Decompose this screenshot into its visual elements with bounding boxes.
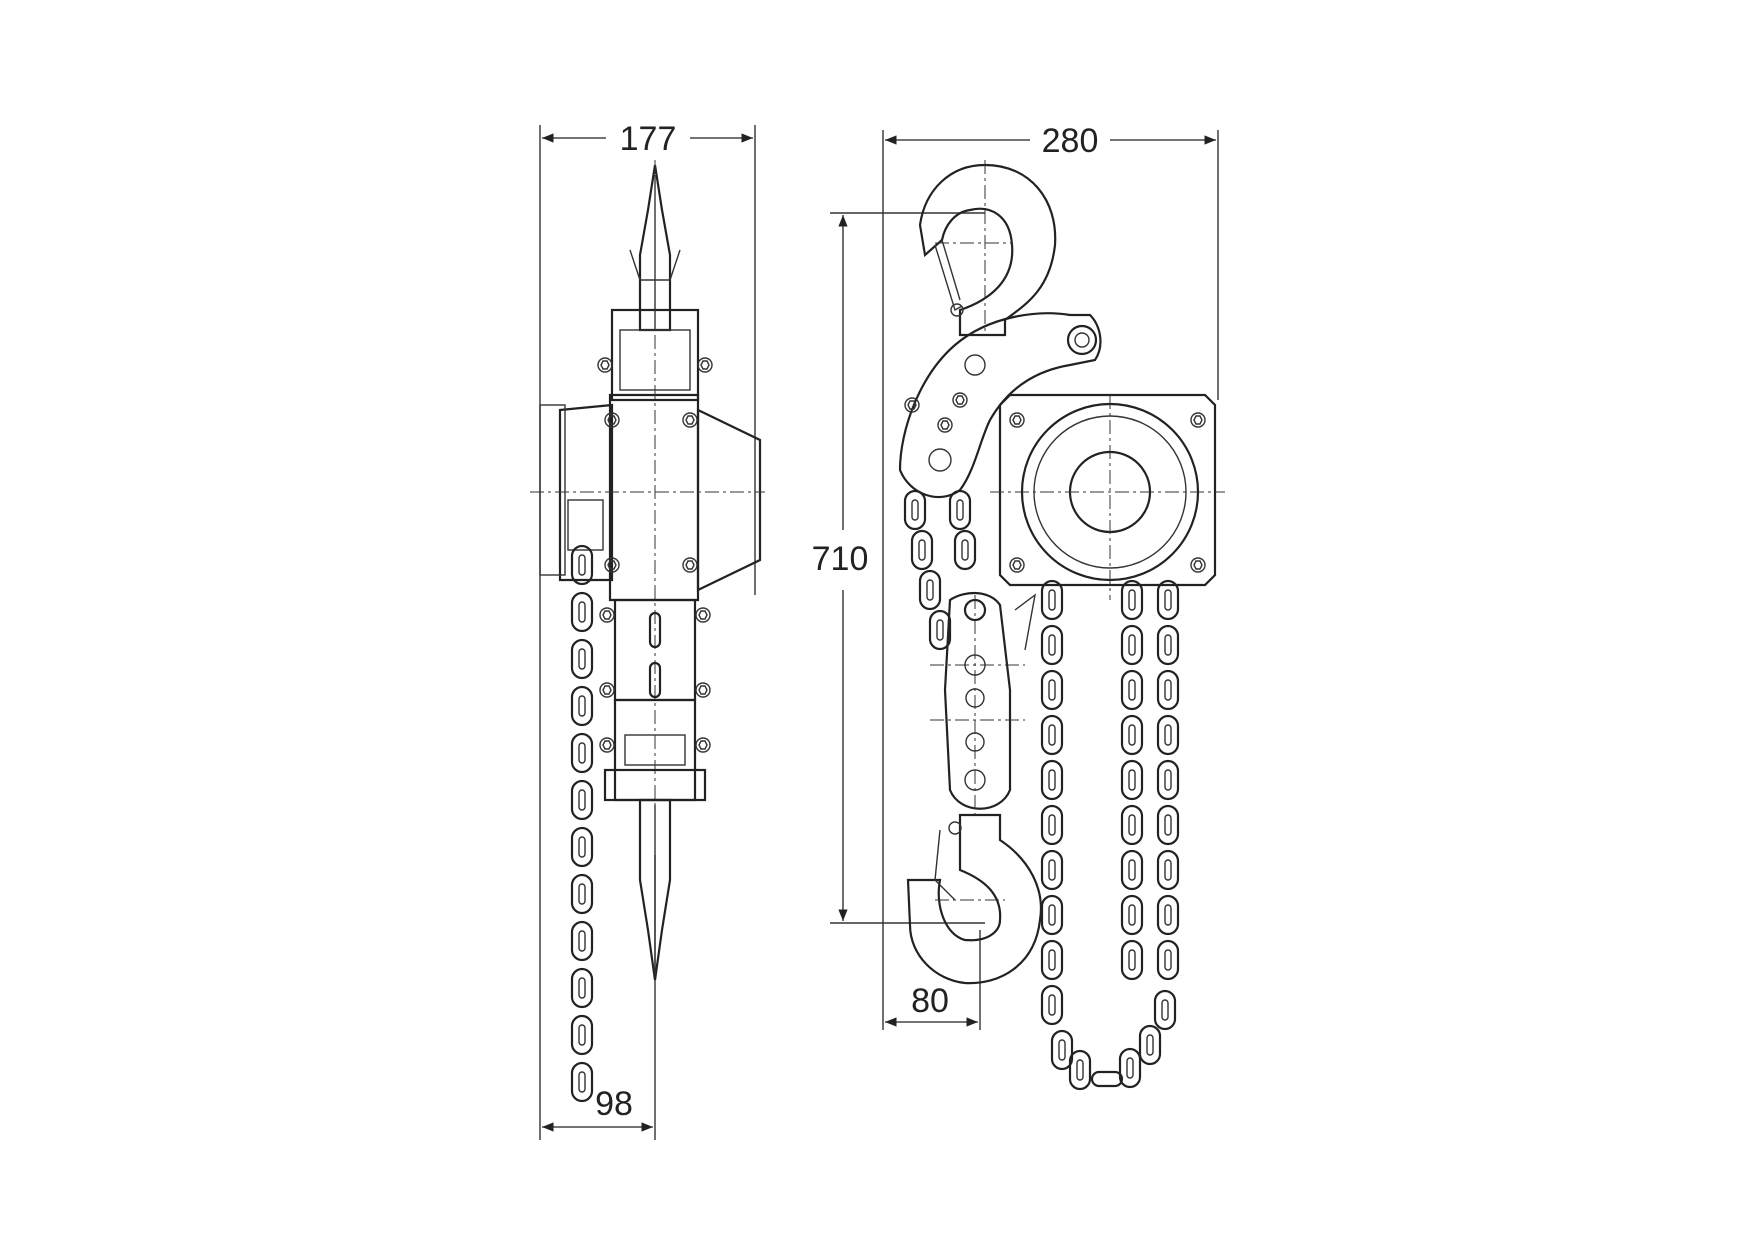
side-hand-chain — [570, 544, 594, 1103]
dim-hook-offset: 80 — [911, 982, 949, 1020]
load-chain — [903, 489, 977, 651]
hand-chain-right — [1090, 579, 1180, 1089]
dim-side-offset: 98 — [595, 1085, 633, 1123]
dim-side-width: 177 — [620, 120, 677, 158]
dim-height: 710 — [812, 540, 869, 578]
hand-chain-left — [1040, 579, 1092, 1091]
side-view: 177 98 — [530, 120, 765, 1140]
front-view: 280 710 80 — [812, 122, 1225, 1091]
dim-front-width: 280 — [1042, 122, 1099, 160]
